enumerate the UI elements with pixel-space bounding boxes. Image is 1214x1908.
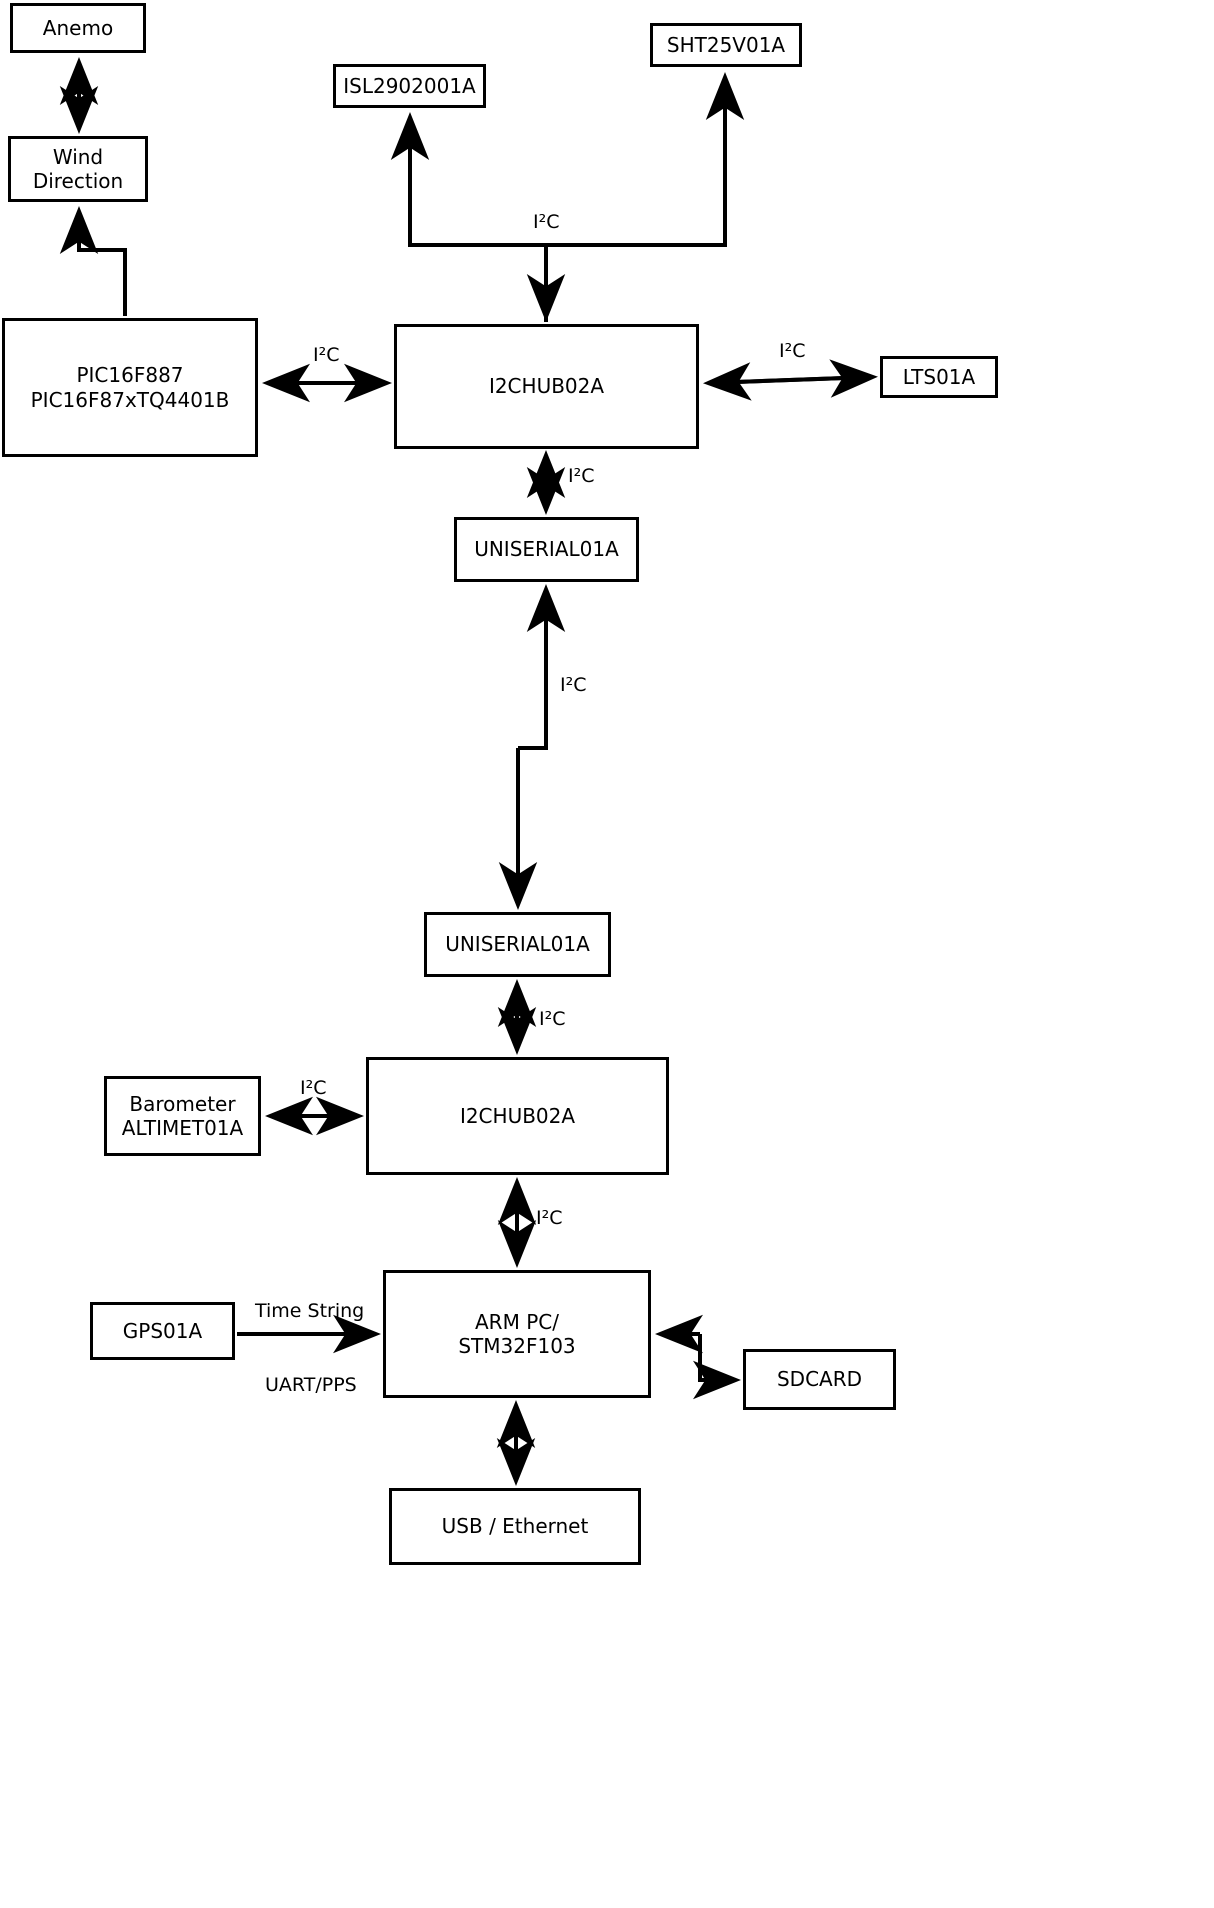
edge-hubtop-isl: [390, 112, 548, 322]
node-isl2902001a[interactable]: ISL2902001A: [333, 64, 486, 108]
node-sht25v01a[interactable]: SHT25V01A: [650, 23, 802, 67]
node-uniserial01a-upper-label: UNISERIAL01A: [474, 537, 619, 562]
edge-label-i2c-baro-hub: I²C: [300, 1077, 327, 1099]
node-wind-direction[interactable]: Wind Direction: [8, 136, 148, 202]
node-barometer-altimet01a-label: Barometer ALTIMET01A: [121, 1091, 244, 1140]
edge-label-i2c-hubtop-up: I²C: [533, 211, 560, 233]
node-i2chub02a-top-label: I2CHUB02A: [488, 374, 605, 399]
node-uniserial01a-lower[interactable]: UNISERIAL01A: [424, 912, 611, 977]
node-uniserial01a-upper[interactable]: UNISERIAL01A: [454, 517, 639, 582]
edge-label-i2c-hub-uni: I²C: [568, 465, 595, 487]
node-sdcard[interactable]: SDCARD: [743, 1349, 896, 1410]
edge-label-uart-pps: UART/PPS: [265, 1374, 357, 1396]
node-usb-ethernet[interactable]: USB / Ethernet: [389, 1488, 641, 1565]
edge-uniupper-unilower: [498, 584, 566, 910]
node-arm-pc-stm32f103-label: ARM PC/ STM32F103: [458, 1309, 576, 1358]
node-pic16f887[interactable]: PIC16F887 PIC16F87xTQ4401B: [2, 318, 258, 457]
node-gps01a-label: GPS01A: [122, 1318, 203, 1343]
edge-hubtop-lts: [703, 359, 878, 401]
edge-label-i2c-pic-hub: I²C: [313, 344, 340, 366]
node-pic16f887-label: PIC16F887 PIC16F87xTQ4401B: [30, 363, 230, 412]
node-i2chub02a-top[interactable]: I2CHUB02A: [394, 324, 699, 449]
edge-pic-winddirection: [59, 206, 127, 316]
edge-label-i2c-hub-lts: I²C: [779, 340, 806, 362]
node-isl2902001a-label: ISL2902001A: [343, 73, 476, 98]
node-anemo[interactable]: Anemo: [10, 3, 146, 53]
node-arm-pc-stm32f103[interactable]: ARM PC/ STM32F103: [383, 1270, 651, 1398]
node-wind-direction-label: Wind Direction: [32, 144, 124, 193]
node-sht25v01a-label: SHT25V01A: [666, 32, 786, 57]
node-barometer-altimet01a[interactable]: Barometer ALTIMET01A: [104, 1076, 261, 1156]
node-uniserial01a-lower-label: UNISERIAL01A: [445, 932, 590, 957]
node-i2chub02a-bottom[interactable]: I2CHUB02A: [366, 1057, 669, 1175]
edge-label-time-string: Time String: [255, 1300, 365, 1322]
node-anemo-label: Anemo: [42, 15, 114, 40]
node-lts01a-label: LTS01A: [902, 364, 976, 389]
node-gps01a[interactable]: GPS01A: [90, 1302, 235, 1360]
edge-label-i2c-uni-hubbot: I²C: [539, 1008, 566, 1030]
node-sdcard-label: SDCARD: [776, 1367, 863, 1392]
edge-label-i2c-uni-uni: I²C: [560, 674, 587, 696]
node-lts01a[interactable]: LTS01A: [880, 356, 998, 398]
node-usb-ethernet-label: USB / Ethernet: [441, 1514, 589, 1539]
edge-hubtop-sht: [526, 72, 745, 322]
edge-label-i2c-hubbot-arm: I²C: [536, 1207, 563, 1229]
edge-arm-sdcard: [655, 1314, 741, 1400]
node-i2chub02a-bottom-label: I2CHUB02A: [459, 1103, 576, 1128]
